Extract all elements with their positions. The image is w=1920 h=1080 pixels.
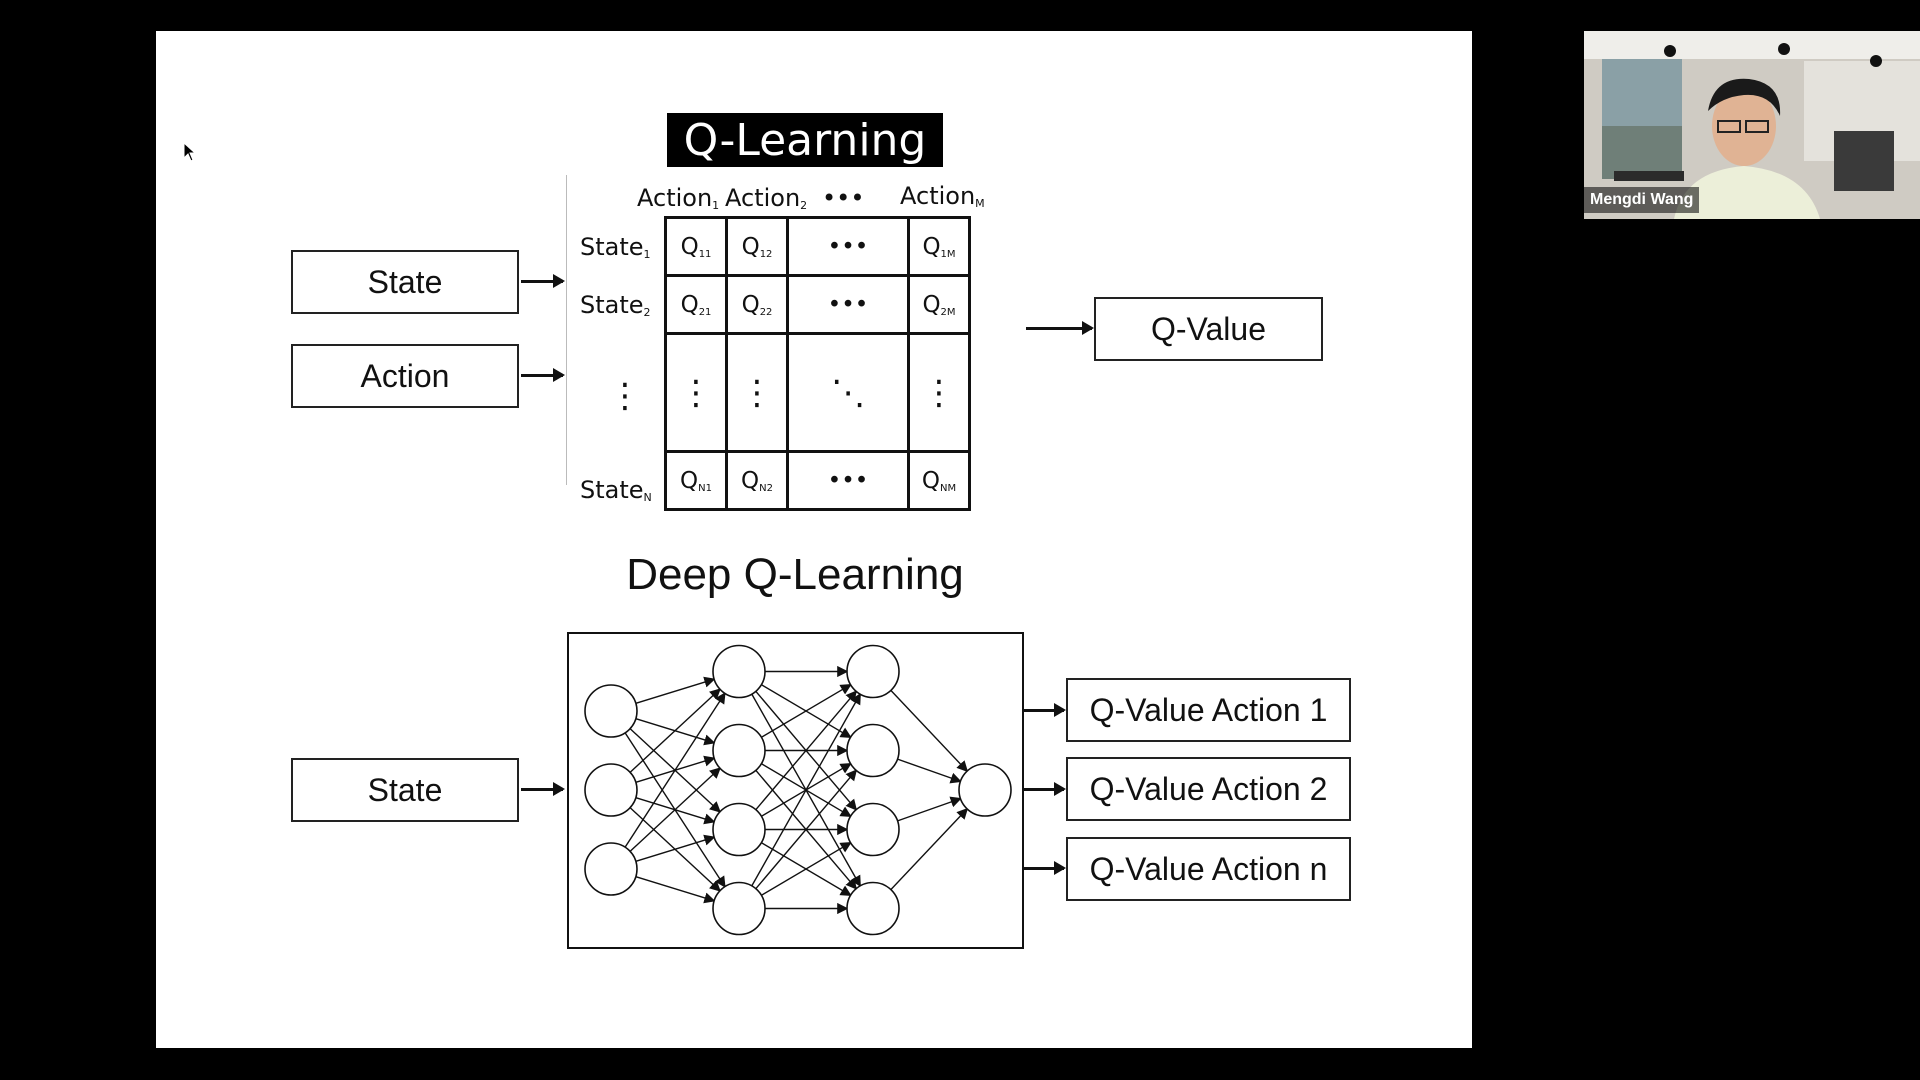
network-edge	[755, 769, 858, 890]
network-edge	[761, 841, 852, 896]
q-cell: QN1	[664, 450, 728, 511]
network-node-layer-2	[712, 802, 766, 857]
network-edge	[897, 796, 962, 822]
q-cell: QN2	[725, 450, 789, 511]
row-header-state-n: StateN	[580, 476, 652, 504]
network-edge	[755, 690, 858, 811]
network-node-layer-1	[584, 763, 638, 817]
deep-q-learning-title: Deep Q-Learning	[626, 550, 964, 599]
q-cell: ⋮	[725, 332, 789, 453]
network-node-layer-3	[846, 881, 900, 936]
network-edge	[629, 688, 721, 773]
network-edge	[897, 758, 962, 784]
dql-state-input-box: State	[291, 758, 519, 822]
col-header-ellipsis: •••	[822, 184, 865, 212]
mouse-cursor-icon	[183, 142, 197, 162]
network-node-layer-1	[584, 684, 638, 738]
network-edges	[624, 665, 969, 915]
q-cell: •••	[786, 274, 910, 335]
q-cell: ⋮	[664, 332, 728, 453]
network-edge	[629, 767, 721, 852]
network-node-layer-3	[846, 723, 900, 778]
network-node-layer-3	[846, 802, 900, 857]
q-value-action-2-box: Q-Value Action 2	[1066, 757, 1351, 821]
q-value-action-n-box: Q-Value Action n	[1066, 837, 1351, 901]
row-header-state-1: State1	[580, 233, 651, 261]
network-node-layer-1	[584, 842, 638, 896]
col-header-action-2: Action2	[725, 184, 808, 212]
state-input-box: State	[291, 250, 519, 314]
action-input-box: Action	[291, 344, 519, 408]
participant-name-label: Mengdi Wang	[1584, 187, 1700, 213]
q-value-action-1-box: Q-Value Action 1	[1066, 678, 1351, 742]
network-node-layer-2	[712, 881, 766, 936]
q-cell: ⋱	[786, 332, 910, 453]
divider-line	[566, 175, 567, 485]
row-header-state-2: State2	[580, 291, 651, 319]
neural-network-diagram	[567, 632, 1024, 949]
q-cell: •••	[786, 216, 910, 277]
col-header-action-m: ActionM	[900, 182, 985, 210]
arrow-state-to-table	[521, 274, 565, 288]
arrow-to-output-n	[1024, 861, 1066, 875]
network-edge	[890, 689, 969, 773]
q-cell: Q1M	[907, 216, 971, 277]
q-cell: QNM	[907, 450, 971, 511]
q-cell: Q2M	[907, 274, 971, 335]
network-edge	[635, 676, 716, 705]
q-cell: Q21	[664, 274, 728, 335]
network-node-layer-4	[958, 763, 1012, 817]
q-cell: •••	[786, 450, 910, 511]
network-edge	[751, 692, 861, 887]
network-frame	[567, 632, 1024, 949]
q-cell: ⋮	[907, 332, 971, 453]
network-node-layer-2	[712, 644, 766, 699]
network-edge	[635, 834, 716, 863]
q-value-output-box: Q-Value	[1094, 297, 1323, 361]
network-edge	[890, 807, 969, 891]
q-table: Q11 Q12 ••• Q1M Q21 Q22 ••• Q2M ⋮ ⋮ ⋱ ⋮ …	[664, 216, 971, 511]
arrow-to-output-1	[1024, 703, 1066, 717]
col-header-action-1: Action1	[637, 184, 720, 212]
arrow-state-to-network	[521, 782, 565, 796]
q-learning-title: Q-Learning	[667, 113, 943, 167]
q-cell: Q11	[664, 216, 728, 277]
arrow-action-to-table	[521, 368, 565, 382]
arrow-table-to-qvalue	[1026, 321, 1094, 335]
row-header-vdots: ⋮	[608, 376, 642, 416]
arrow-to-output-2	[1024, 782, 1066, 796]
q-cell: Q22	[725, 274, 789, 335]
network-edge	[635, 875, 716, 904]
network-node-layer-3	[846, 644, 900, 699]
network-nodes	[584, 644, 1012, 936]
network-edge	[761, 683, 852, 738]
q-cell: Q12	[725, 216, 789, 277]
network-edge	[624, 692, 726, 848]
network-node-layer-2	[712, 723, 766, 778]
